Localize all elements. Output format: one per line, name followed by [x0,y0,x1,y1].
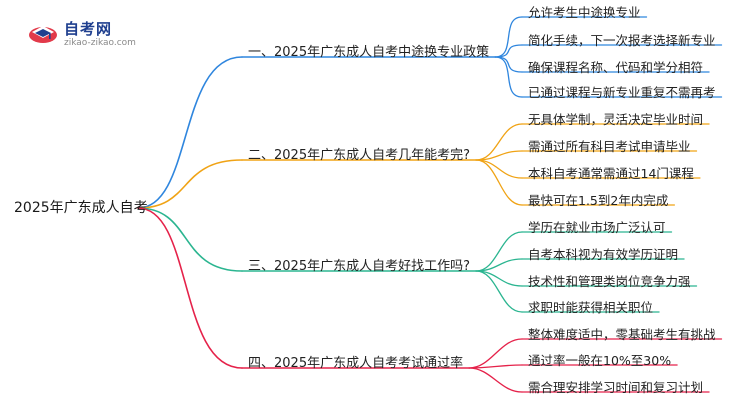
leaf-link [494,56,523,73]
leaf-link [494,44,523,58]
branch-link [137,207,243,272]
leaf-link [468,338,523,369]
branch-link [137,159,243,209]
branch-topic-2: 二、2025年广东成人自考几年能考完? [248,148,470,163]
leaf-link [475,123,523,161]
branch-link [137,56,243,209]
branch-link [137,207,243,369]
leaf-topic: 需通过所有科目考试申请毕业 [528,139,691,154]
leaf-topic: 学历在就业市场广泛认可 [528,220,666,235]
leaf-topic: 最快可在1.5到2年内完成 [528,193,669,208]
leaf-link [475,231,523,272]
leaf-link [475,159,523,179]
leaf-topic: 需合理安排学习时间和复习计划 [528,380,704,395]
branch-topic-4: 四、2025年广东成人自考考试通过率 [248,356,464,371]
logo-url: zikao-zikao.com [64,38,136,48]
logo-title: 自考网 [64,20,113,38]
leaf-link [494,56,523,98]
leaf-topic: 简化手续，下一次报考选择新专业 [528,33,716,48]
root-topic: 2025年广东成人自考 [14,200,148,216]
leaf-topic: 通过率一般在10%至30% [528,353,672,368]
leaf-topic: 整体难度适中，零基础考生有挑战 [528,327,716,342]
leaf-topic: 已通过课程与新专业重复不需再考 [528,85,716,100]
leaf-topic: 本科自考通常需通过14门课程 [528,166,694,181]
leaf-link [494,16,523,58]
leaf-topic: 无具体学制，灵活决定毕业时间 [528,112,704,127]
leaf-link [475,159,523,206]
leaf-topic: 自考本科视为有效学历证明 [528,247,679,262]
graduation-cap-icon [29,26,57,43]
leaf-link [475,270,523,313]
leaf-link [468,367,523,393]
leaf-topic: 求职时能获得相关职位 [528,300,654,315]
site-logo: 自考网 zikao-zikao.com [28,14,148,54]
leaf-topic: 允许考生中途换专业 [528,5,641,20]
branch-topic-1: 一、2025年广东成人自考中途换专业政策 [248,45,490,60]
leaf-topic: 确保课程名称、代码和学分相符 [528,60,704,75]
branch-topic-3: 三、2025年广东成人自考好找工作吗? [248,259,470,274]
leaf-topic: 技术性和管理类岗位竞争力强 [528,274,691,289]
